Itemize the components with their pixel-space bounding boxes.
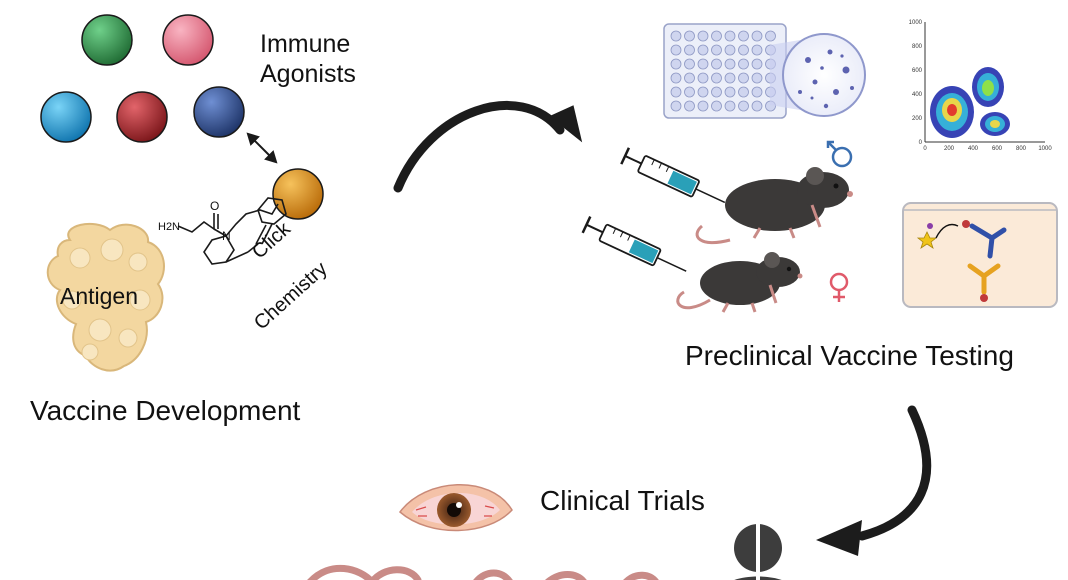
- syringe-icon-bottom: [581, 216, 687, 272]
- density-cluster-bottom-right: [980, 112, 1010, 136]
- density-cluster-left: [930, 86, 974, 138]
- elisa-well-icon: [902, 202, 1058, 308]
- flow-x-tick-label: 600: [992, 146, 1003, 152]
- ring-nitrogen-label: N: [222, 229, 231, 243]
- flow-x-tick-label: 1000: [1038, 146, 1052, 152]
- flow-y-tick-label: 600: [912, 68, 923, 74]
- flow-x-tick-label: 0: [923, 146, 927, 152]
- flow-x-tick-label: 200: [944, 146, 955, 152]
- vaccine-development-label: Vaccine Development: [30, 395, 301, 426]
- antigen-label: Antigen: [60, 283, 139, 309]
- agonist-sphere-navy: [193, 86, 245, 138]
- red-eye-icon: [398, 483, 513, 532]
- syringe-icon-top: [620, 147, 726, 204]
- double-arrow-icon: [246, 132, 278, 164]
- clinical-trials-label: Clinical Trials: [540, 485, 705, 516]
- immune-agonists-label-line1: Immune: [260, 30, 351, 58]
- flow-y-tick-label: 200: [912, 116, 923, 122]
- antigen-texture: [62, 238, 151, 361]
- flow-cytometry-plot: 0 200 400 600 800 1000 0 200 400 600 800 1000: [909, 20, 1053, 152]
- agonist-sphere-red: [116, 91, 168, 143]
- female-mouse-icon: [676, 252, 803, 313]
- curved-arrow-to-preclinical: [393, 101, 583, 193]
- person-icon: [734, 524, 782, 580]
- amine-label: H2N: [158, 221, 180, 233]
- flow-y-tick-label: 1000: [909, 20, 923, 26]
- flow-x-tick-label: 400: [968, 146, 979, 152]
- immune-agonists-label-line2: Agonists: [260, 60, 356, 88]
- flow-y-tick-label: 400: [912, 92, 923, 98]
- female-symbol-icon: [829, 272, 849, 302]
- curved-arrow-to-clinical: [816, 405, 932, 556]
- carbonyl-oxygen-label: O: [210, 199, 219, 213]
- dbco-structure: [177, 197, 287, 265]
- flow-y-tick-label: 0: [919, 140, 923, 146]
- intestine-icon: [307, 564, 659, 580]
- agonist-sphere-cyan: [40, 91, 92, 143]
- well-plate-icon: [663, 23, 800, 119]
- preclinical-testing-label: Preclinical Vaccine Testing: [685, 340, 1014, 371]
- flow-x-tick-label: 800: [1016, 146, 1027, 152]
- star-icon: [916, 231, 938, 249]
- agonist-sphere-green: [81, 14, 133, 66]
- male-symbol-icon: [826, 140, 853, 168]
- elispot-well-zoom-icon: [782, 33, 866, 117]
- agonist-sphere-pink: [162, 14, 214, 66]
- flow-y-tick-label: 800: [912, 44, 923, 50]
- density-cluster-top-right: [972, 67, 1004, 107]
- linker-sphere-orange: [272, 168, 324, 220]
- male-mouse-icon: [695, 167, 853, 245]
